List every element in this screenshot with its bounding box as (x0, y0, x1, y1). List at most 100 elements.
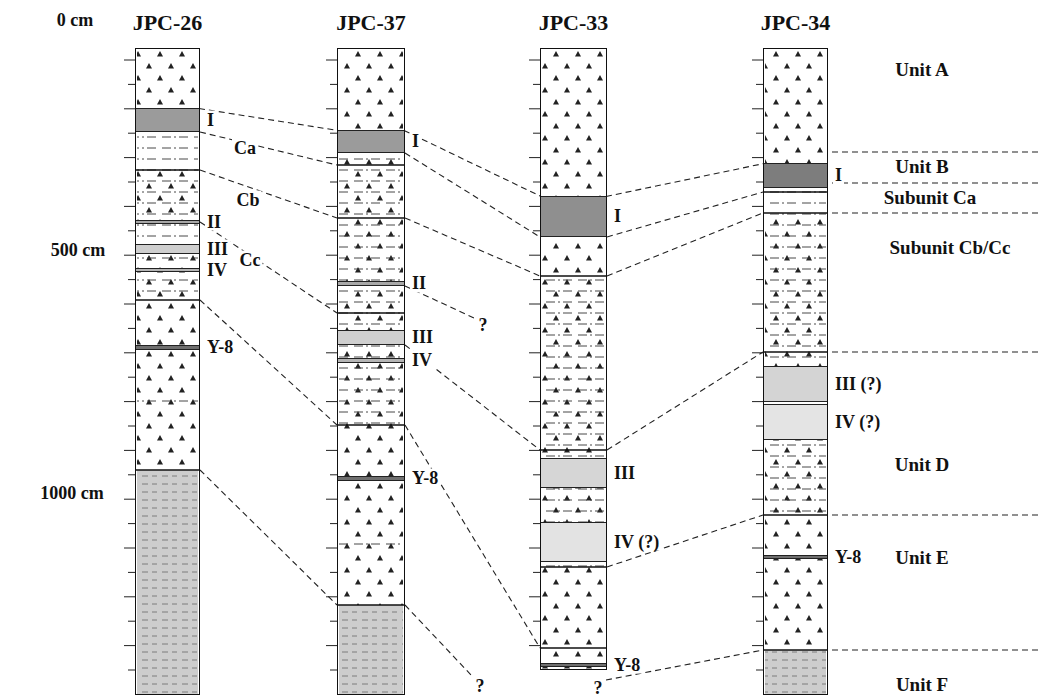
unit-boundary (540, 275, 607, 277)
depth-tick (326, 352, 337, 353)
depth-tick (124, 157, 135, 158)
unit-label: Unit D (893, 455, 951, 475)
depth-tick (529, 60, 540, 61)
correlation-line (200, 170, 337, 218)
correlation-line (606, 650, 763, 680)
annotation: 0 cm (55, 11, 95, 30)
depth-tick (752, 401, 763, 402)
lithology-fill (542, 276, 605, 458)
depth-tick (756, 377, 763, 378)
depth-tick (330, 621, 337, 622)
depth-tick (756, 426, 763, 427)
unit-label: Unit B (893, 157, 950, 177)
depth-tick (529, 401, 540, 402)
depth-tick (756, 523, 763, 524)
lithology-fill (339, 153, 403, 218)
core-lithology (124, 48, 200, 695)
unit-label: Subunit Ca (882, 188, 978, 208)
correlation-line (200, 132, 337, 165)
depth-tick (752, 596, 763, 597)
depth-tick (756, 133, 763, 134)
unit-boundary (337, 217, 405, 219)
lithology-fill (765, 213, 826, 352)
depth-tick (752, 304, 763, 305)
depth-tick (752, 60, 763, 61)
depth-tick (326, 596, 337, 597)
tephra-layer: III (?) (764, 366, 827, 402)
depth-tick (326, 548, 337, 549)
lithology-fill (765, 48, 826, 163)
lithology-fill (339, 345, 403, 425)
correlation-line (607, 192, 763, 237)
depth-tick (124, 60, 135, 61)
layer-label: I (410, 132, 421, 151)
depth-tick (326, 157, 337, 158)
lithology-fill (542, 648, 605, 670)
depth-tick (124, 206, 135, 207)
tephra-layer: II (338, 281, 404, 286)
tephra-layer: I (541, 196, 606, 237)
depth-tick (533, 474, 540, 475)
layer-label: III (?) (833, 374, 884, 393)
lithology-fill (137, 48, 198, 108)
depth-tick (529, 596, 540, 597)
lithology-fill (137, 395, 198, 410)
depth-tick (533, 84, 540, 85)
correlation-line (607, 213, 763, 276)
layer-label: I (205, 110, 216, 129)
depth-tick (756, 621, 763, 622)
depth-tick (756, 328, 763, 329)
depth-tick (124, 645, 135, 646)
layer-label: Y-8 (205, 338, 235, 357)
depth-tick (756, 84, 763, 85)
layer-label: IV (410, 351, 434, 370)
unit-boundary (135, 169, 200, 171)
correlation-line (607, 352, 763, 450)
depth-tick (533, 328, 540, 329)
unit-boundary (540, 647, 607, 649)
depth-tick (330, 670, 337, 671)
core-name: JPC-34 (761, 11, 831, 34)
depth-tick (128, 328, 135, 329)
lithology-fill (339, 605, 403, 695)
unit-boundary (763, 191, 828, 193)
tephra-layer: III (338, 330, 404, 345)
lithology-fill (765, 440, 826, 515)
depth-tick (124, 450, 135, 451)
correlation-line (607, 515, 763, 567)
depth-tick (330, 84, 337, 85)
unit-divider (832, 514, 1040, 515)
depth-tick (752, 450, 763, 451)
depth-tick (330, 182, 337, 183)
unit-label: Unit E (893, 548, 950, 568)
depth-tick (752, 548, 763, 549)
depth-tick (128, 621, 135, 622)
tephra-layer: Y-8 (764, 555, 827, 559)
depth-tick (756, 670, 763, 671)
unit-divider (832, 649, 1040, 650)
unit-boundary (540, 449, 607, 451)
depth-tick (330, 474, 337, 475)
depth-tick (330, 133, 337, 134)
lithology-fill (137, 254, 198, 300)
depth-tick (326, 450, 337, 451)
lithology-fill (765, 352, 826, 366)
unit-boundary (763, 514, 828, 516)
correlation-connector (606, 164, 764, 197)
lithology-fill (339, 218, 403, 281)
layer-label: IV (205, 260, 229, 279)
layer-label: I (612, 207, 623, 226)
layer-label: II (205, 212, 223, 231)
depth-tick (529, 206, 540, 207)
lithology-fill (137, 300, 198, 470)
unit-label: Unit A (893, 60, 950, 80)
depth-tick (330, 523, 337, 524)
correlation-line (405, 605, 472, 676)
layer-label: IV (?) (833, 412, 882, 431)
correlation-line (405, 345, 540, 450)
lithology-fill (137, 170, 198, 220)
depth-tick (533, 182, 540, 183)
depth-tick (326, 401, 337, 402)
depth-tick (326, 499, 337, 500)
tephra-layer: I (338, 130, 404, 153)
